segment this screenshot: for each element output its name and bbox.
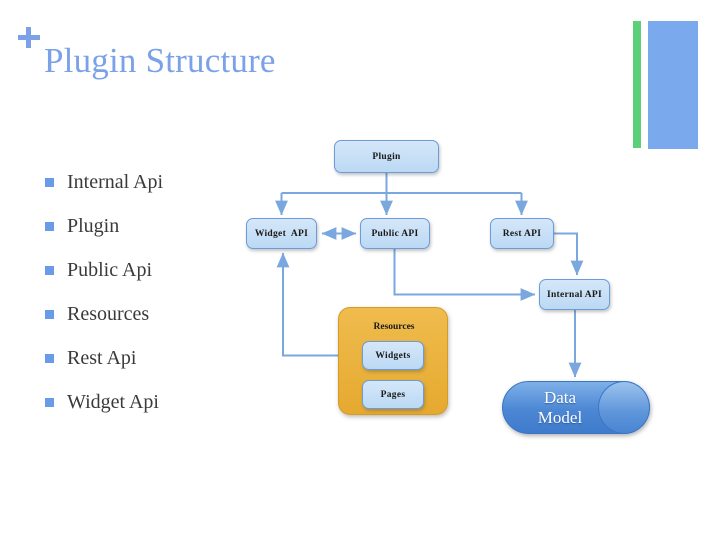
list-item: Resources (45, 292, 275, 336)
decoration-blue-block (648, 21, 698, 149)
list-item: Plugin (45, 204, 275, 248)
data-model-line-1: Data (543, 387, 577, 407)
plus-icon (18, 26, 42, 50)
connector-public-api-to-internal-api (393, 249, 536, 301)
node-internal-api[interactable]: Internal API (539, 279, 610, 310)
bullet-label: Resources (67, 302, 150, 325)
bullet-label: Widget Api (67, 390, 159, 413)
bullet-square-icon (45, 221, 54, 231)
list-item: Public Api (45, 248, 275, 292)
bullet-label: Rest Api (67, 346, 137, 369)
bullet-square-icon (45, 353, 54, 363)
node-rest-api[interactable]: Rest API (490, 218, 554, 249)
bullet-label: Internal Api (67, 170, 164, 193)
cylinder-cap (598, 381, 650, 434)
list-item: Widget Api (45, 380, 275, 424)
data-model-label: Data Model (508, 381, 612, 434)
node-widgets[interactable]: Widgets (362, 341, 424, 370)
bullet-square-icon (45, 309, 54, 319)
bullet-square-icon (45, 177, 54, 187)
list-item: Internal Api (45, 160, 275, 204)
page-title: Plugin Structure (44, 41, 276, 80)
data-model-line-2: Model (537, 407, 583, 427)
decoration-green-bar (633, 21, 641, 148)
group-resources-label: Resources (373, 322, 415, 332)
node-plugin[interactable]: Plugin (334, 140, 439, 173)
list-item: Rest Api (45, 336, 275, 380)
bullet-label: Plugin (67, 214, 120, 237)
node-widget-api[interactable]: Widget API (246, 218, 317, 249)
bullet-list: Internal Api Plugin Public Api Resources… (45, 160, 275, 424)
node-data-model[interactable]: Data Model (502, 381, 650, 434)
node-public-api[interactable]: Public API (360, 218, 430, 249)
bullet-square-icon (45, 265, 54, 275)
bullet-square-icon (45, 397, 54, 407)
connector-rest-api-to-internal-api (554, 232, 584, 276)
bullet-label: Public Api (67, 258, 153, 281)
node-pages[interactable]: Pages (362, 380, 424, 409)
